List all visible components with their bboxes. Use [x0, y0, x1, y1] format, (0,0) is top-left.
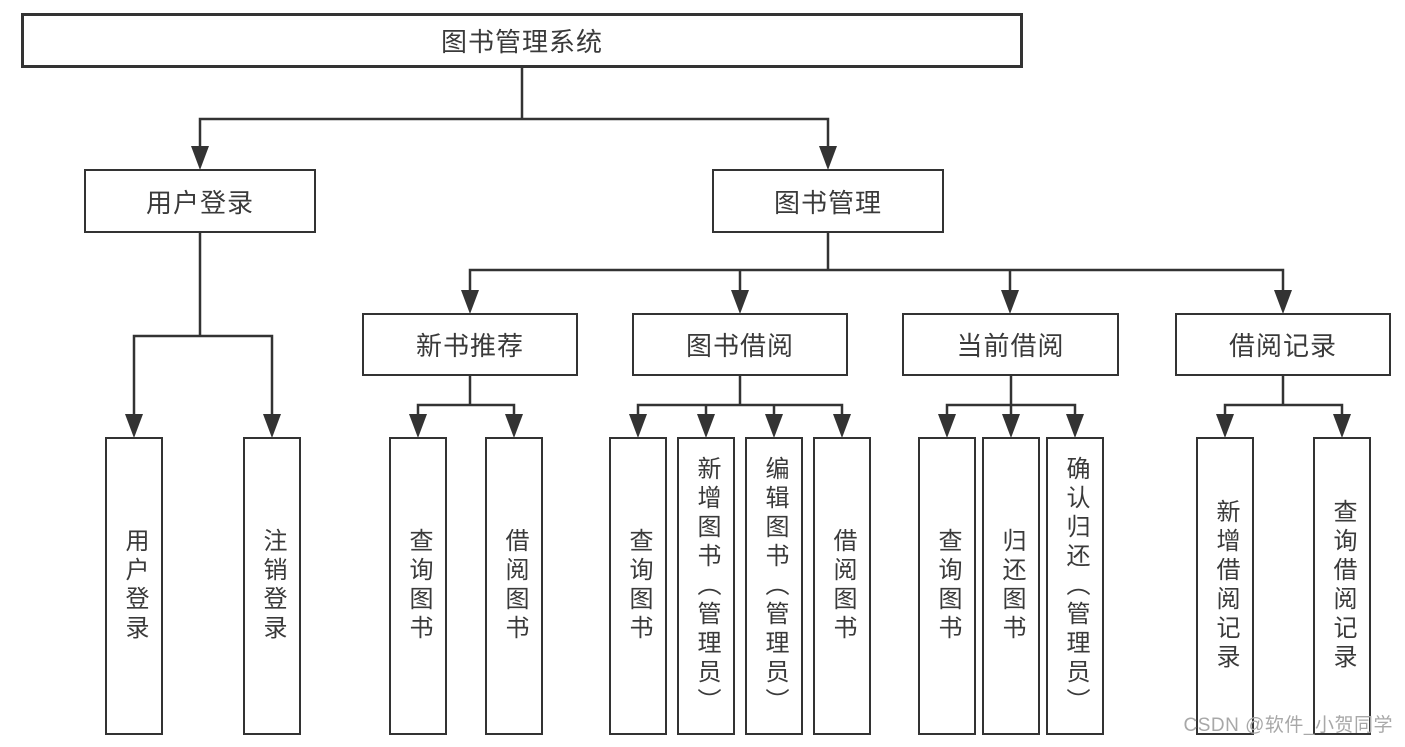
connector-user-login-to-leaves — [132, 231, 274, 418]
leaf-edit-books-admin: 编辑图书（管理员） — [745, 437, 803, 735]
arrowhead — [125, 414, 143, 438]
arrowhead — [1002, 414, 1020, 438]
leaf-add-borrow-record: 新增借阅记录 — [1196, 437, 1254, 735]
leaf-current-query-books: 查询图书 — [918, 437, 976, 735]
connector-new-book-recommend-to-leaves — [416, 374, 516, 419]
arrowhead — [263, 414, 281, 438]
leaf-return-books: 归还图书 — [982, 437, 1040, 735]
arrowhead — [1216, 414, 1234, 438]
arrowhead — [461, 290, 479, 314]
connector-borrowing-records-to-leaves — [1223, 374, 1344, 419]
leaf-borrowing-query-books: 查询图书 — [609, 437, 667, 735]
leaf-recommend-query-books: 查询图书 — [389, 437, 447, 735]
node-current-borrowing: 当前借阅 — [902, 313, 1119, 376]
node-new-book-recommend: 新书推荐 — [362, 313, 578, 376]
arrowhead — [819, 146, 837, 170]
leaf-add-books-admin: 新增图书（管理员） — [677, 437, 735, 735]
node-book-borrowing: 图书借阅 — [632, 313, 848, 376]
connector-book-management-to-level3 — [468, 231, 1285, 293]
arrowhead — [833, 414, 851, 438]
leaf-borrowing-borrow-books: 借阅图书 — [813, 437, 871, 735]
arrowhead — [1066, 414, 1084, 438]
arrowhead — [938, 414, 956, 438]
arrowhead — [191, 146, 209, 170]
arrowhead — [765, 414, 783, 438]
leaf-query-borrow-record: 查询借阅记录 — [1313, 437, 1371, 735]
node-user-login: 用户登录 — [84, 169, 316, 233]
leaf-recommend-borrow-books: 借阅图书 — [485, 437, 543, 735]
connector-book-borrowing-to-leaves — [636, 374, 844, 419]
connector-root-to-level2 — [198, 66, 830, 152]
arrowhead — [629, 414, 647, 438]
node-book-management: 图书管理 — [712, 169, 944, 233]
leaf-user-login: 用户登录 — [105, 437, 163, 735]
arrowhead — [409, 414, 427, 438]
leaf-logout: 注销登录 — [243, 437, 301, 735]
arrowhead — [1274, 290, 1292, 314]
node-borrowing-records: 借阅记录 — [1175, 313, 1391, 376]
arrowhead — [697, 414, 715, 438]
node-root: 图书管理系统 — [21, 13, 1023, 68]
arrowhead — [1333, 414, 1351, 438]
leaf-confirm-return-admin: 确认归还（管理员） — [1046, 437, 1104, 735]
arrowhead — [731, 290, 749, 314]
watermark: CSDN @软件_小贺同学 — [1183, 715, 1393, 736]
connector-current-borrowing-to-leaves — [945, 374, 1077, 419]
arrowhead — [505, 414, 523, 438]
arrowhead — [1001, 290, 1019, 314]
